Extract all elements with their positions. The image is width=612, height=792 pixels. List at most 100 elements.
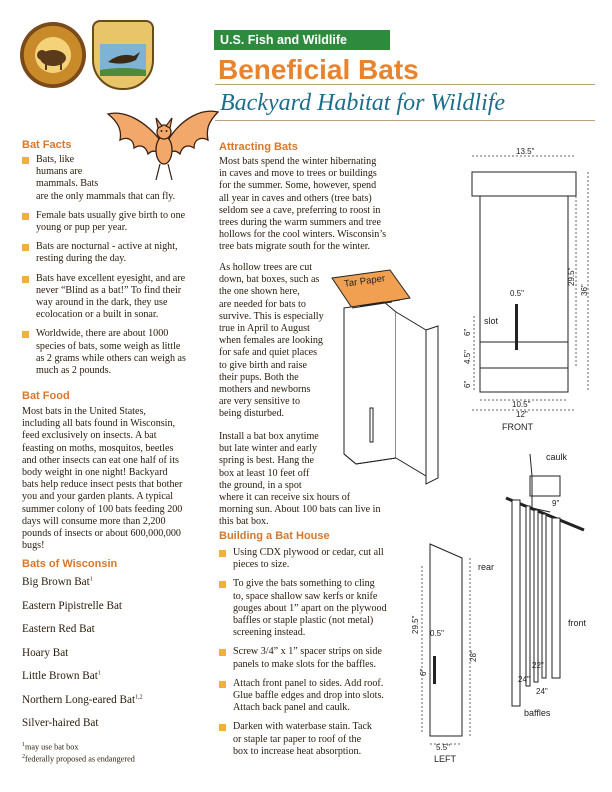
- bat-food-text: Most bats in the United States,including…: [22, 406, 214, 552]
- species-item: Big Brown Bat1: [22, 576, 93, 588]
- dim-top: 13.5": [516, 147, 535, 156]
- building-heading: Building a Bat House: [219, 530, 330, 542]
- list-item-line: pieces to size.: [233, 559, 290, 571]
- list-item-line: Attach front panel to sides. Add roof.: [233, 677, 384, 689]
- text-line: summer colony of 100 bats feeding 200: [22, 503, 183, 515]
- text-line: the ground, in a spot: [219, 479, 302, 491]
- list-item: Bats are nocturnal - active at night,res…: [22, 241, 212, 265]
- text-line: are very sensitive to: [219, 396, 301, 408]
- bullet-icon: [219, 649, 226, 657]
- list-item-line: ecolocation or a built in sonar.: [36, 309, 159, 321]
- caulk-label: caulk: [546, 452, 568, 462]
- text-line: trees during the warm summers and tree: [219, 217, 382, 229]
- front-label: FRONT: [502, 422, 533, 432]
- text-line: As hollow trees are cut: [219, 262, 313, 273]
- list-item-line: Screw 3/4” x 1” spacer strips on side: [233, 646, 382, 658]
- list-item-line: baffles or staple plastic (not metal): [233, 615, 374, 627]
- list-item-line: Using CDX plywood or cedar, cut all: [233, 547, 384, 558]
- doi-seal-logo: [20, 22, 86, 88]
- bat-illustration: [106, 110, 220, 181]
- text-line: spring is best. Hang the: [219, 455, 315, 467]
- bullet-icon: [22, 212, 29, 220]
- list-item-line: species of bats, some weigh as little: [36, 340, 181, 352]
- footnote-mark: 1,2: [135, 693, 143, 700]
- text-line: being disturbed.: [219, 408, 285, 420]
- text-line: bats help reduce insect pests that bothe…: [22, 479, 183, 491]
- list-item-line: young or pup per year.: [36, 222, 128, 234]
- dim-height-inner: 29.5": [567, 267, 576, 286]
- text-line: feed exclusively on insects. A bat: [22, 430, 157, 442]
- text-line: survive. This is especially: [219, 310, 324, 322]
- front-side-label: front: [568, 618, 587, 628]
- bullet-icon: [219, 581, 226, 589]
- list-item-line: much as 2 pounds.: [36, 365, 112, 377]
- list-item-line: Bats have excellent eyesight, and are: [36, 272, 186, 284]
- text-line: true in April to August: [219, 323, 310, 335]
- text-line: but late winter and early: [219, 443, 318, 455]
- text-line: where it can receive six hours of: [219, 492, 351, 504]
- divider: [215, 84, 595, 85]
- side-diagram: caulk 9" rear front 22" 24" 24" baffles: [478, 452, 587, 718]
- dim-d3: 6": [463, 381, 472, 388]
- dim-b1: 22": [532, 661, 544, 670]
- list-item-line: as 2 grams while others can weigh as: [36, 352, 186, 364]
- bullet-icon: [219, 550, 226, 557]
- text-line: in caves and move to trees or buildings: [219, 168, 377, 180]
- text-line: bugs!: [22, 540, 45, 552]
- bats-of-wisconsin-heading: Bats of Wisconsin: [22, 558, 118, 570]
- text-line: the one shown here,: [219, 286, 300, 298]
- text-line: for safe and quiet places: [219, 347, 318, 359]
- text-line: days will consume more than 2,200: [22, 515, 166, 527]
- agency-banner: U.S. Fish and Wildlife Service: [214, 30, 390, 67]
- dim-roof: 9": [552, 499, 559, 508]
- page-title: Beneficial Bats: [218, 54, 419, 85]
- goose-icon: [100, 44, 146, 76]
- species-item: Eastern Pipistrelle Bat: [22, 599, 123, 612]
- text-line: all year in caves and others (tree bats): [219, 192, 372, 204]
- species-item: Hoary Bat: [22, 646, 69, 659]
- text-line: Most bats spend the winter hibernating: [219, 156, 377, 167]
- text-line: box at least 10 feet off: [219, 467, 310, 479]
- species-item: Little Brown Bat1: [22, 670, 101, 682]
- list-item-line: To give the bats something to cling: [233, 578, 375, 590]
- list-item-line: Attach back panel and caulk.: [233, 702, 350, 714]
- text-line: morning sun. About 100 bats can live in: [219, 504, 381, 516]
- text-line: mothers and newborns: [219, 384, 311, 396]
- list-item-line: Bats are nocturnal - active at night,: [36, 241, 178, 253]
- bullet-icon: [22, 331, 29, 339]
- list-item-line: panels to make slots for the baffles.: [233, 658, 377, 670]
- dim-d1: 6": [463, 329, 472, 336]
- text-line: and other insects can eat one half of it…: [22, 454, 179, 466]
- left-label: LEFT: [434, 754, 457, 764]
- list-item-line: mammals. Bats: [36, 178, 99, 190]
- list-item-line: way around in the dark, they use: [36, 297, 168, 309]
- list-item-line: box to increase heat absorption.: [233, 745, 362, 757]
- front-diagram: 13.5" 29.5" 36" 0.5" slot 6" 4.5" 6" 10.…: [463, 147, 589, 432]
- list-item-line: gouges about 1” apart on the plywood: [233, 602, 387, 614]
- bat-facts-heading: Bat Facts: [22, 139, 72, 151]
- text-line: Install a bat box anytime: [219, 431, 319, 442]
- dim-w: 5.5": [436, 743, 450, 752]
- bison-icon: [37, 50, 66, 70]
- divider: [215, 120, 595, 121]
- text-line: body weight in one night! Backyard: [22, 467, 168, 479]
- bullet-icon: [22, 157, 29, 164]
- bullet-icon: [22, 275, 29, 283]
- text-line: when females are looking: [219, 335, 323, 347]
- bullet-icon: [219, 724, 226, 732]
- list-item-line: resting during the day.: [36, 253, 127, 265]
- text-line: Most bats in the United States,: [22, 406, 146, 417]
- page-subtitle: Backyard Habitat for Wildlife: [220, 90, 506, 116]
- dim-slot-width: 0.5": [510, 289, 524, 298]
- list-item-line: to, space shallow saw kerfs or knife: [233, 590, 378, 602]
- text-line: pounds of insects or about 600,000,000: [22, 528, 181, 540]
